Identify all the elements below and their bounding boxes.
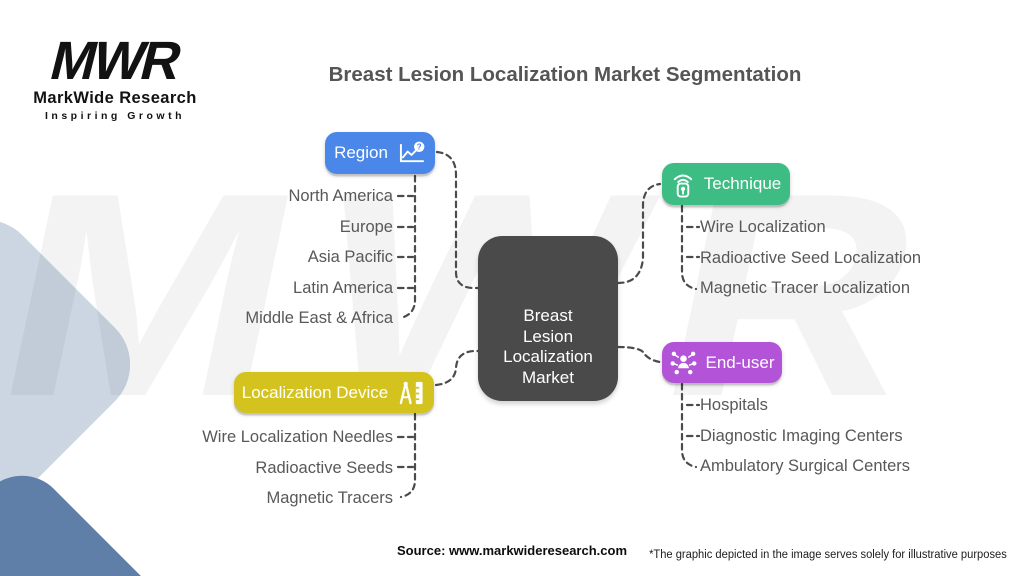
segment-item: Latin America [293, 278, 393, 297]
segment-label-region: Region [334, 143, 388, 162]
segment-item: Ambulatory Surgical Centers [700, 457, 911, 476]
segment-label-enduser: End-user [705, 352, 775, 372]
segment-item: Radioactive Seed Localization [700, 248, 922, 267]
center-node-line: Breast [523, 306, 573, 325]
segment-node-technique: Technique [662, 163, 790, 205]
segment-node-region: Region ? [325, 132, 435, 174]
remote-signal-icon [671, 171, 695, 198]
logo-tagline: Inspiring Growth [45, 110, 185, 122]
segment-label-device: Localization Device [241, 382, 389, 402]
center-node-line: Market [522, 367, 574, 387]
device-items: Wire Localization Needles Radioactive Se… [140, 422, 393, 514]
segment-item: Asia Pacific [307, 248, 393, 267]
svg-text:?: ? [417, 142, 422, 151]
segment-item: Radioactive Seeds [255, 458, 393, 477]
segment-item: Middle East & Africa [245, 309, 393, 328]
segment-item: Wire Localization Needles [202, 428, 393, 446]
chart-question-icon: ? [397, 141, 426, 166]
segment-node-device: Localization Device [234, 372, 434, 413]
region-items: North America Europe Asia Pacific Latin … [140, 181, 393, 334]
segment-node-enduser: End-user [662, 342, 782, 383]
segment-label-technique: Technique [703, 174, 782, 193]
enduser-items: Hospitals Diagnostic Imaging Centers Amb… [700, 390, 980, 482]
technique-items: Wire Localization Radioactive Seed Local… [700, 212, 980, 304]
markwide-logo: MWR MarkWide Research Inspiring Growth [30, 31, 200, 122]
compass-ruler-icon [397, 380, 426, 406]
center-market-node: Breast Lesion Localization Market [478, 236, 618, 401]
segment-item: Europe [339, 217, 393, 236]
user-network-icon [670, 350, 697, 375]
source-text: Source: www.markwideresearch.com [397, 543, 628, 558]
disclaimer-text: *The graphic depicted in the image serve… [649, 549, 1007, 561]
center-node-line: Localization [503, 347, 593, 366]
page-title: Breast Lesion Localization Market Segmen… [328, 63, 802, 86]
center-node-line: Lesion [522, 326, 574, 346]
segment-item: Magnetic Tracers [266, 489, 393, 508]
segment-item: Magnetic Tracer Localization [700, 279, 911, 298]
segment-item: Hospitals [700, 396, 768, 414]
segment-item: North America [288, 187, 393, 205]
segment-item: Wire Localization [700, 218, 826, 236]
segment-item: Diagnostic Imaging Centers [700, 426, 903, 445]
logo-name: MarkWide Research [33, 89, 197, 107]
